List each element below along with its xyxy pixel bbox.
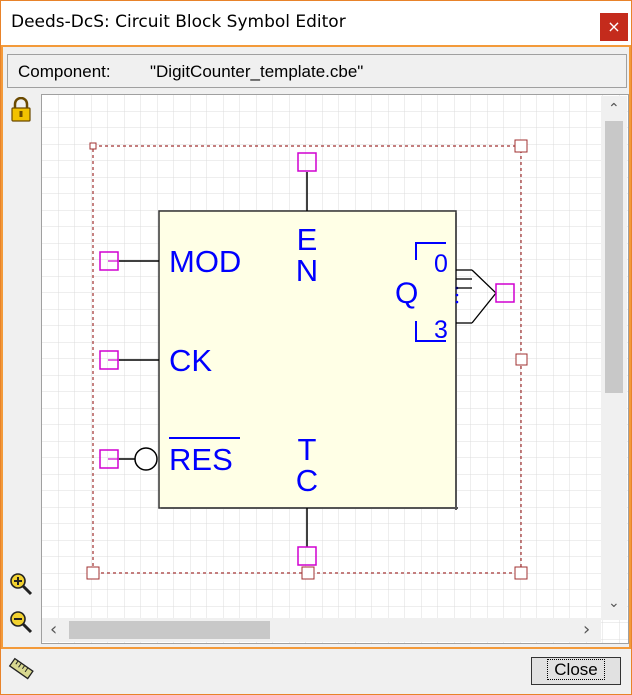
- bus-dot: [455, 293, 459, 297]
- close-button-label: Close: [547, 659, 605, 680]
- lock-icon[interactable]: [10, 97, 32, 123]
- resize-handle[interactable]: [514, 139, 528, 153]
- resize-handle[interactable]: [86, 566, 100, 580]
- output-range-high: 0: [434, 250, 448, 278]
- resize-handle[interactable]: [89, 142, 97, 150]
- pin-handle-tc[interactable]: [297, 546, 317, 566]
- bus-dot: [455, 300, 459, 304]
- top-pin-letter-n: N: [296, 253, 318, 288]
- vertical-scrollbar[interactable]: ⌃ ⌄: [601, 96, 627, 620]
- component-filename: "DigitCounter_template.cbe": [150, 62, 364, 81]
- circuit-block[interactable]: [158, 210, 457, 509]
- canvas-drawing: MOD CK RES E N T C Q 0 3: [42, 95, 628, 643]
- zoom-out-icon[interactable]: [9, 610, 33, 634]
- output-range-low: 3: [434, 316, 448, 344]
- input-label-ck: CK: [169, 343, 212, 378]
- bottom-pin-letter-t: T: [298, 432, 317, 467]
- bus-bracket-top: [415, 242, 446, 260]
- horizontal-scroll-thumb[interactable]: [69, 621, 270, 639]
- pin-handle-en[interactable]: [297, 152, 317, 172]
- pin-handle-q[interactable]: [495, 283, 515, 303]
- scroll-left-arrow[interactable]: ‹: [50, 619, 58, 640]
- title-bar: Deeds-DcS: Circuit Block Symbol Editor ×: [1, 1, 631, 45]
- zoom-in-icon[interactable]: [9, 572, 33, 596]
- symbol-canvas[interactable]: MOD CK RES E N T C Q 0 3: [41, 94, 629, 644]
- input-label-res: RES: [169, 442, 233, 477]
- scroll-right-arrow[interactable]: ›: [583, 619, 591, 640]
- scroll-up-arrow[interactable]: ⌃: [608, 101, 620, 117]
- output-label-q: Q: [395, 277, 418, 310]
- resize-handle[interactable]: [514, 566, 528, 580]
- resize-handle[interactable]: [301, 566, 315, 580]
- component-label: Component:: [18, 62, 111, 81]
- bottom-bar: Close: [1, 649, 631, 694]
- inversion-bubble: [134, 447, 158, 471]
- bus-bracket-bottom: [415, 321, 446, 342]
- resize-handle[interactable]: [515, 353, 528, 366]
- window-close-button[interactable]: ×: [600, 13, 628, 41]
- top-pin-letter-e: E: [297, 222, 318, 257]
- ruler-icon[interactable]: [8, 657, 34, 681]
- bottom-pin-letter-c: C: [296, 463, 318, 498]
- scroll-down-arrow[interactable]: ⌄: [608, 595, 620, 611]
- close-button[interactable]: Close: [531, 657, 621, 685]
- input-label-mod: MOD: [169, 244, 241, 279]
- vertical-scroll-thumb[interactable]: [605, 121, 623, 393]
- window-title: Deeds-DcS: Circuit Block Symbol Editor: [11, 12, 346, 32]
- component-bar: Component: "DigitCounter_template.cbe": [7, 54, 627, 88]
- horizontal-scrollbar[interactable]: ‹ ›: [42, 618, 601, 642]
